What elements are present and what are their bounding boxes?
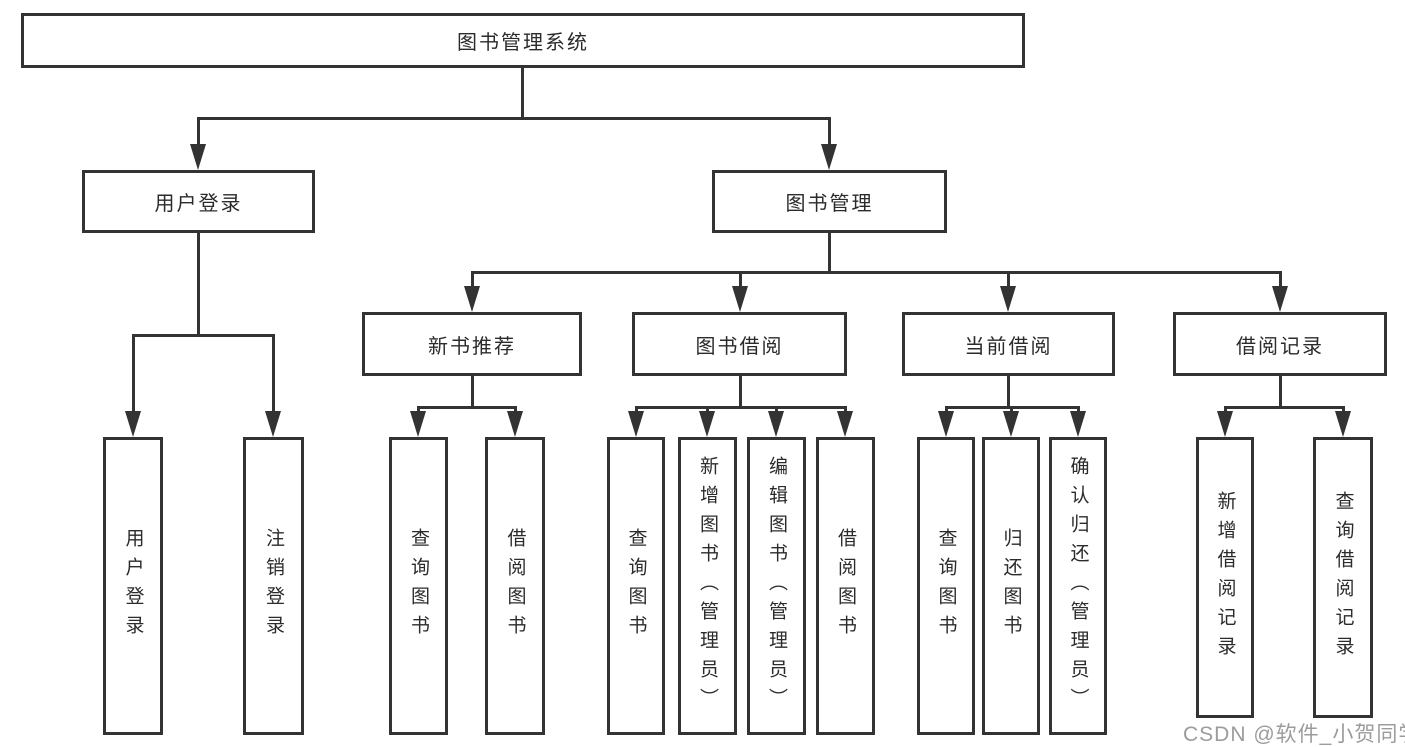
connector-line bbox=[1279, 376, 1282, 408]
node-leaf-add-book-admin: 新增图书（管理员） bbox=[678, 437, 737, 735]
connector-line bbox=[471, 271, 1281, 274]
arrow-head bbox=[464, 286, 480, 312]
node-leaf-query-books-recommend: 查询图书 bbox=[389, 437, 448, 735]
node-leaf-borrow-books-borrowing: 借阅图书 bbox=[816, 437, 875, 735]
connector-line bbox=[635, 406, 847, 409]
node-leaf-edit-book-admin: 编辑图书（管理员） bbox=[747, 437, 806, 735]
connector-line bbox=[197, 117, 831, 120]
connector-line bbox=[521, 68, 524, 119]
connector-line bbox=[132, 334, 135, 416]
node-leaf-return-book: 归还图书 bbox=[982, 437, 1040, 735]
connector-line bbox=[1007, 376, 1010, 408]
node-leaf-query-books-borrowing: 查询图书 bbox=[607, 437, 665, 735]
connector-line bbox=[132, 334, 275, 337]
node-current-borrowing: 当前借阅 bbox=[902, 312, 1115, 376]
connector-line bbox=[828, 117, 831, 148]
connector-line bbox=[471, 271, 474, 291]
arrow-head bbox=[265, 411, 281, 437]
node-leaf-confirm-return-admin: 确认归还（管理员） bbox=[1049, 437, 1107, 735]
connector-line bbox=[1007, 271, 1010, 291]
connector-line bbox=[828, 233, 831, 273]
arrow-head bbox=[837, 411, 853, 437]
arrow-head bbox=[1000, 286, 1016, 312]
connector-line bbox=[1224, 406, 1345, 409]
arrow-head bbox=[699, 411, 715, 437]
connector-line bbox=[471, 376, 474, 408]
node-book-management: 图书管理 bbox=[712, 170, 947, 233]
arrow-head bbox=[1217, 411, 1233, 437]
connector-line bbox=[272, 334, 275, 416]
node-leaf-add-borrow-record: 新增借阅记录 bbox=[1196, 437, 1254, 718]
arrow-head bbox=[125, 411, 141, 437]
node-leaf-query-books-current: 查询图书 bbox=[917, 437, 975, 735]
node-library-management-system: 图书管理系统 bbox=[21, 13, 1025, 68]
arrow-head bbox=[190, 144, 206, 170]
connector-line bbox=[1279, 271, 1282, 291]
connector-line bbox=[739, 271, 742, 291]
arrow-head bbox=[1335, 411, 1351, 437]
csdn-watermark: CSDN @软件_小贺同学 bbox=[1183, 723, 1405, 746]
arrow-head bbox=[628, 411, 644, 437]
node-leaf-query-borrow-record: 查询借阅记录 bbox=[1313, 437, 1373, 718]
connector-line bbox=[197, 117, 200, 148]
connector-line bbox=[417, 406, 517, 409]
node-new-book-recommendation: 新书推荐 bbox=[362, 312, 582, 376]
arrow-head bbox=[1003, 411, 1019, 437]
arrow-head bbox=[732, 286, 748, 312]
arrow-head bbox=[1070, 411, 1086, 437]
connector-line bbox=[739, 376, 742, 408]
arrow-head bbox=[507, 411, 523, 437]
arrow-head bbox=[768, 411, 784, 437]
arrow-head bbox=[410, 411, 426, 437]
node-book-borrowing: 图书借阅 bbox=[632, 312, 847, 376]
node-leaf-logout: 注销登录 bbox=[243, 437, 304, 735]
arrow-head bbox=[938, 411, 954, 437]
arrow-head bbox=[821, 144, 837, 170]
node-leaf-user-login: 用户登录 bbox=[103, 437, 163, 735]
arrow-head bbox=[1272, 286, 1288, 312]
connector-line bbox=[197, 233, 200, 336]
node-user-login: 用户登录 bbox=[82, 170, 315, 233]
node-borrowing-records: 借阅记录 bbox=[1173, 312, 1387, 376]
node-leaf-borrow-books-recommend: 借阅图书 bbox=[485, 437, 545, 735]
